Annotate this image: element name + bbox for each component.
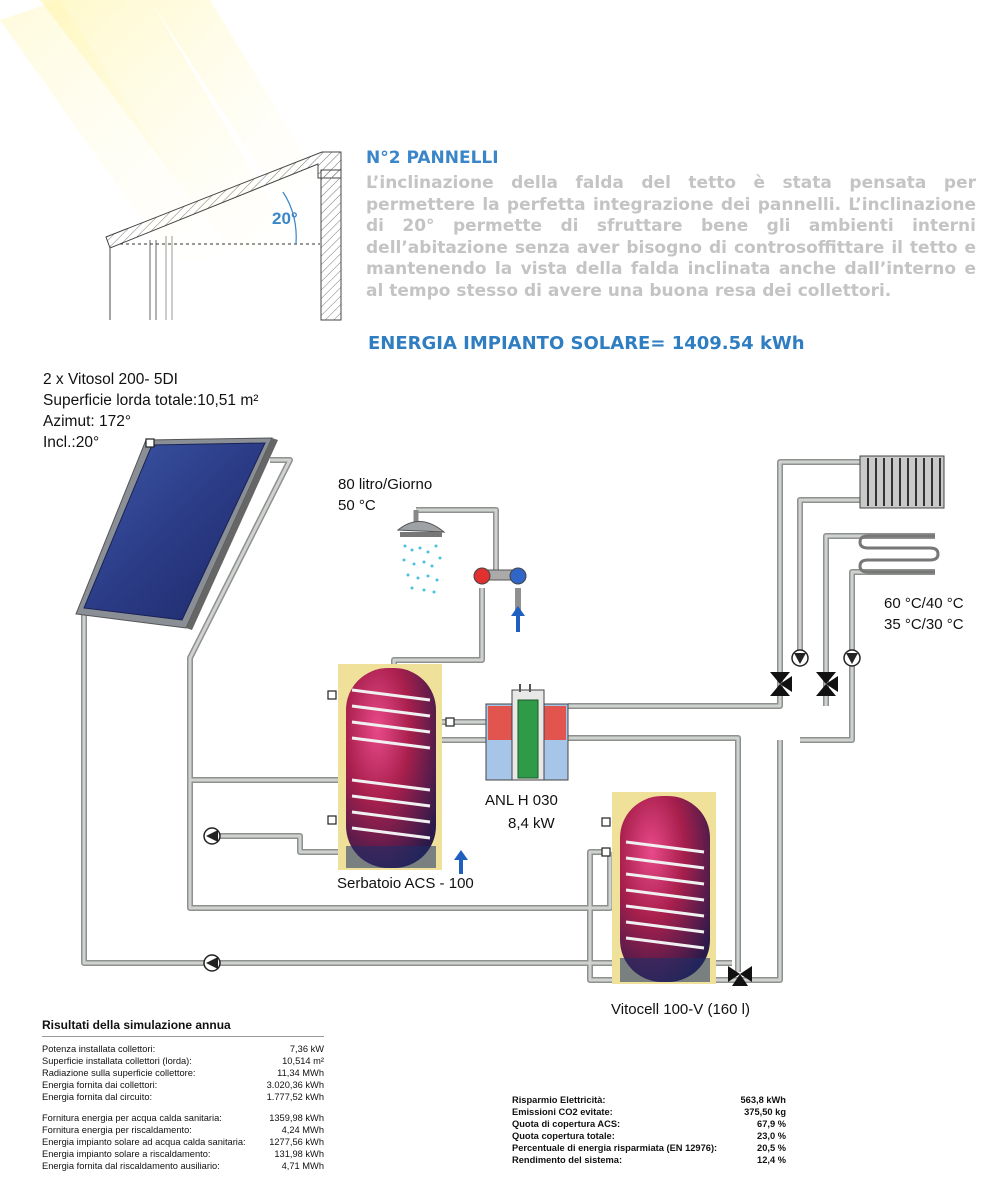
solar-pump-icon bbox=[203, 827, 221, 845]
heating-pump-icon bbox=[791, 649, 809, 667]
collector-azimuth-label: Azimut: 172° bbox=[43, 413, 132, 430]
table-row: Energia fornita dai collettori:3.020,36 … bbox=[42, 1080, 324, 1090]
solar-collector-panel bbox=[75, 437, 278, 630]
table-row: Emissioni CO2 evitate:375,50 kg bbox=[512, 1107, 786, 1117]
collector-area-label: Superficie lorda totale:10,51 m² bbox=[43, 392, 259, 409]
solar-energy-total: ENERGIA IMPIANTO SOLARE= 1409.54 kWh bbox=[368, 333, 805, 354]
collector-model-label: 2 x Vitosol 200- 5DI bbox=[43, 371, 178, 388]
table-row: Potenza installata collettori:7,36 kW bbox=[42, 1044, 324, 1054]
heating-temps: 60 °C/40 °C 35 °C/30 °C bbox=[884, 593, 964, 635]
acs-storage-tank bbox=[338, 664, 442, 870]
floor-heating-temp-label: 35 °C/30 °C bbox=[884, 616, 964, 633]
collector-inclination-label: Incl.:20° bbox=[43, 434, 100, 451]
three-way-valve-icon bbox=[728, 966, 752, 986]
table-row: Energia impianto solare a riscaldamento:… bbox=[42, 1149, 324, 1159]
table-row: Fornitura energia per riscaldamento:4,24… bbox=[42, 1125, 324, 1135]
floor-heating-coil-icon bbox=[858, 534, 940, 574]
vitocell-storage-tank bbox=[612, 792, 716, 984]
table-row: Energia fornita dal circuito:1.777,52 kW… bbox=[42, 1092, 324, 1102]
roof-section-drawing bbox=[105, 151, 342, 321]
heatpump-power-label: 8,4 kW bbox=[508, 815, 555, 832]
table-row: Percentuale di energia risparmiata (EN 1… bbox=[512, 1143, 786, 1153]
table-row: Energia fornita dal riscaldamento ausili… bbox=[42, 1161, 324, 1171]
heatpump-name-label: ANL H 030 bbox=[485, 792, 558, 809]
vitocell-sensor-icon bbox=[601, 817, 611, 827]
shower-flow-label: 80 litro/Giorno bbox=[338, 476, 433, 493]
shower-head-icon bbox=[396, 510, 446, 594]
radiator-temp-label: 60 °C/40 °C bbox=[884, 595, 964, 612]
three-way-valve-icon bbox=[770, 672, 792, 696]
table-row: Quota copertura totale:23,0 % bbox=[512, 1131, 786, 1141]
savings-table: Risparmio Elettricità:563,8 kWh Emission… bbox=[512, 1094, 786, 1166]
table-row: Fornitura energia per acqua calda sanita… bbox=[42, 1113, 324, 1123]
floor-heating-pump-icon bbox=[843, 649, 861, 667]
vitocell-tank-label: Vitocell 100-V (160 l) bbox=[611, 1001, 750, 1018]
results-table-group-1: Potenza installata collettori:7,36 kW Su… bbox=[42, 1043, 324, 1103]
table-row: Risparmio Elettricità:563,8 kWh bbox=[512, 1095, 786, 1105]
vitocell-sensor-icon bbox=[601, 847, 611, 857]
mixing-valve-icon bbox=[473, 567, 527, 585]
acs-sensor-icon bbox=[445, 717, 455, 727]
shower-supply-pipe bbox=[416, 507, 499, 576]
cold-water-arrow-icon bbox=[511, 606, 525, 632]
results-divider bbox=[42, 1036, 324, 1037]
results-table-group-2: Fornitura energia per acqua calda sanita… bbox=[42, 1112, 324, 1172]
solar-pump-icon bbox=[203, 954, 221, 972]
table-row: Radiazione sulla superficie collettore:1… bbox=[42, 1068, 324, 1078]
heat-pump-unit bbox=[485, 684, 569, 781]
shower-temp-label: 50 °C bbox=[338, 497, 376, 514]
radiator-icon bbox=[859, 455, 945, 509]
cold-water-arrow-icon bbox=[454, 850, 468, 874]
table-row: Quota di copertura ACS:67,9 % bbox=[512, 1119, 786, 1129]
results-title: Risultati della simulazione annua bbox=[42, 1018, 231, 1032]
table-row: Superficie installata collettori (lorda)… bbox=[42, 1056, 324, 1066]
table-row: Energia impianto solare ad acqua calda s… bbox=[42, 1137, 324, 1147]
acs-sensor-icon bbox=[327, 690, 337, 700]
three-way-valve-icon bbox=[816, 672, 838, 696]
section-heading: N°2 PANNELLI bbox=[366, 148, 499, 168]
collector-sensor-icon bbox=[145, 438, 155, 448]
roof-angle-label: 20° bbox=[272, 209, 298, 228]
table-row: Rendimento del sistema:12,4 % bbox=[512, 1155, 786, 1165]
shower-info: 80 litro/Giorno 50 °C bbox=[338, 474, 432, 516]
roof-description-paragraph: L’inclinazione della falda del tetto è s… bbox=[366, 173, 976, 301]
collector-info: 2 x Vitosol 200- 5DI Superficie lorda to… bbox=[43, 369, 258, 453]
acs-sensor-icon bbox=[327, 815, 337, 825]
acs-tank-label: Serbatoio ACS - 100 bbox=[337, 875, 474, 892]
